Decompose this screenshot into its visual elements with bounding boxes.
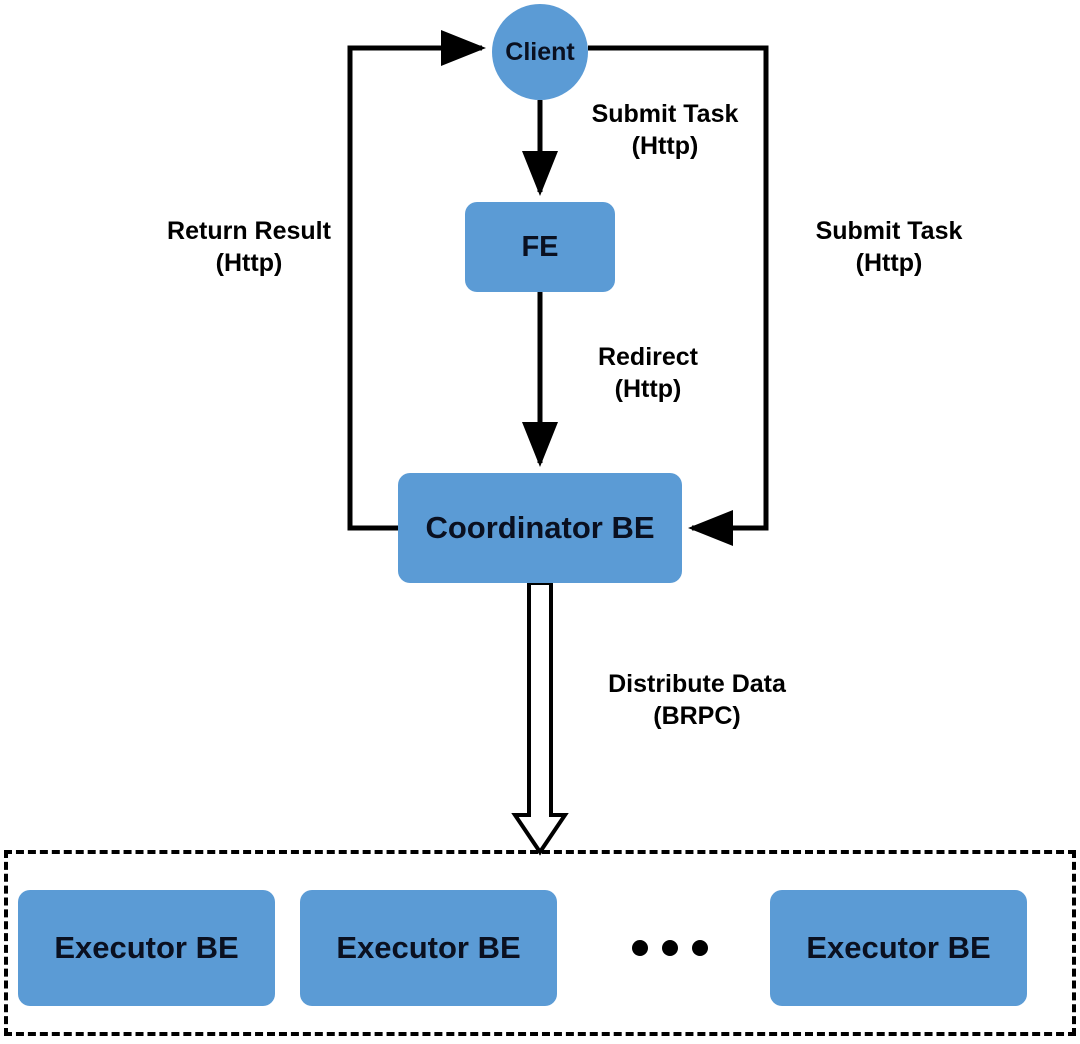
ellipsis-dot: [662, 940, 678, 956]
node-fe[interactable]: FE: [465, 202, 615, 292]
edge-label-return-result: Return Result (Http): [167, 217, 331, 277]
node-executor-be-1[interactable]: Executor BE: [18, 890, 275, 1006]
edge-label-redirect: Redirect (Http): [597, 343, 699, 403]
node-coordinator-be-label: Coordinator BE: [425, 509, 655, 545]
edge-coordinator-to-executors-block-arrow: [511, 581, 569, 856]
node-fe-label: FE: [521, 230, 559, 263]
edge-label-distribute-data: Distribute Data (BRPC): [608, 670, 786, 730]
node-executor-be-3-label: Executor BE: [806, 929, 991, 965]
executor-group-container: [4, 850, 1076, 1036]
node-coordinator-be[interactable]: Coordinator BE: [398, 473, 682, 583]
executor-ellipsis-icon: [632, 930, 708, 966]
ellipsis-dot: [632, 940, 648, 956]
edge-coordinator-to-client-return-result: [347, 30, 487, 531]
node-executor-be-1-label: Executor BE: [54, 929, 239, 965]
node-executor-be-2[interactable]: Executor BE: [300, 890, 557, 1006]
node-executor-be-2-label: Executor BE: [336, 929, 521, 965]
node-client[interactable]: Client: [492, 4, 588, 100]
edge-label-submit-task-center: Submit Task (Http): [591, 100, 739, 160]
node-executor-be-3[interactable]: Executor BE: [770, 890, 1027, 1006]
ellipsis-dot: [692, 940, 708, 956]
edge-label-submit-task-right: Submit Task (Http): [815, 217, 963, 277]
node-client-label: Client: [505, 37, 575, 66]
